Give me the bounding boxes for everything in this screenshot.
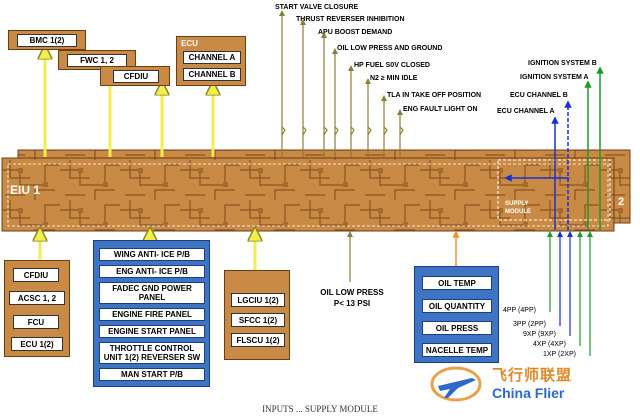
input-engine-start-panel: ENGINE START PANEL — [99, 325, 205, 338]
input-throttle-control-unit: THROTTLE CONTROL UNIT 1(2) REVERSER SW — [99, 342, 205, 364]
ecu-channel-b: CHANNEL B — [183, 68, 241, 81]
supply-4xp: 4XP (4XP) — [533, 341, 566, 348]
output-start-valve-closure: START VALVE CLOSURE — [275, 4, 359, 11]
label-ecu-channel-a: ECU CHANNEL A — [497, 108, 555, 115]
ecu-channel-a: CHANNEL A — [183, 51, 241, 64]
output-thrust-reverser-inhibition: THRUST REVERSER INHIBITION — [296, 16, 405, 23]
watermark-plane-icon — [430, 366, 482, 402]
input-cfdiu: CFDIU — [13, 268, 59, 282]
input-engine-fire-panel: ENGINE FIRE PANEL — [99, 308, 205, 321]
cfdiu-label: CFDIU — [113, 70, 159, 83]
input-lgciu: LGCIU 1(2) — [231, 293, 285, 307]
supply-4pp: 4PP (4PP) — [503, 307, 536, 314]
bmc-label: BMC 1(2) — [17, 34, 77, 47]
cockpit-inputs-panel: WING ANTI- ICE P/B ENG ANTI- ICE P/B FAD… — [93, 240, 210, 387]
input-man-start: MAN START P/B — [99, 368, 205, 381]
output-tla-take-off: TLA IN TAKE OFF POSITION — [387, 92, 482, 99]
input-oil-quantity: OIL QUANTITY — [422, 299, 492, 313]
supply-module-label: SUPPLY MODULE — [505, 201, 531, 215]
output-eng-fault-light: ENG FAULT LIGHT ON — [403, 106, 478, 113]
oil-inputs-panel: OIL TEMP OIL QUANTITY OIL PRESS NACELLE … — [414, 266, 499, 363]
ecu-title: ECU — [181, 39, 198, 48]
input-flscu: FLSCU 1(2) — [231, 333, 285, 347]
output-hp-fuel-sov-closed: HP FUEL S0V CLOSED — [354, 62, 430, 69]
ecu-box: ECU CHANNEL A CHANNEL B — [176, 36, 246, 86]
eiu-1-inner-frame — [7, 163, 609, 227]
label-ignition-system-b: IGNITION SYSTEM B — [528, 60, 597, 67]
input-ecu: ECU 1(2) — [11, 337, 63, 351]
label-ignition-system-a: IGNITION SYSTEM A — [520, 74, 589, 81]
output-n2-min-idle: N2 ≥ MIN IDLE — [370, 75, 418, 82]
output-apu-boost-demand: APU BOOST DEMAND — [318, 29, 393, 36]
bmc-box: BMC 1(2) — [8, 30, 86, 50]
input-acsc: ACSC 1, 2 — [9, 291, 65, 305]
input-nacelle-temp: NACELLE TEMP — [422, 343, 492, 357]
watermark-en: China Flier — [492, 385, 565, 401]
input-oil-temp: OIL TEMP — [422, 276, 492, 290]
left-inputs-box: CFDIU ACSC 1, 2 FCU ECU 1(2) — [4, 260, 70, 357]
fwc-box: FWC 1, 2 — [58, 50, 136, 70]
supply-1xp: 1XP (2XP) — [543, 351, 576, 358]
supply-module-frame — [497, 159, 611, 221]
output-oil-low-press-ground: OIL LOW PRESS AND GROUND — [337, 45, 443, 52]
cfdiu-box: CFDIU — [100, 66, 170, 86]
oil-low-press-line2: P< 13 PSI — [333, 299, 371, 308]
oil-low-press-line1: OIL LOW PRESS — [320, 288, 384, 297]
middle-inputs-box: LGCIU 1(2) SFCC 1(2) FLSCU 1(2) — [224, 270, 290, 360]
input-oil-press: OIL PRESS — [422, 321, 492, 335]
input-sfcc: SFCC 1(2) — [231, 313, 285, 327]
label-ecu-channel-b: ECU CHANNEL B — [510, 92, 568, 99]
figure-caption: INPUTS ... SUPPLY MODULE — [262, 404, 378, 414]
fwc-label: FWC 1, 2 — [67, 54, 127, 67]
watermark: 飞行师联盟 China Flier — [428, 358, 628, 408]
input-fcu: FCU — [13, 315, 59, 329]
oil-low-press-note: OIL LOW PRESS P< 13 PSI — [312, 287, 392, 309]
eiu-1-board — [1, 157, 615, 232]
input-fadec-gnd-power: FADEC GND POWER PANEL — [99, 282, 205, 304]
eiu-2-label: 2 — [618, 196, 625, 208]
eiu-1-label: EIU 1 — [10, 183, 41, 197]
supply-3pp: 3PP (2PP) — [513, 321, 546, 328]
input-wing-anti-ice: WING ANTI- ICE P/B — [99, 248, 205, 261]
supply-9xp: 9XP (9XP) — [523, 331, 556, 338]
input-eng-anti-ice: ENG ANTI- ICE P/B — [99, 265, 205, 278]
watermark-cn: 飞行师联盟 — [492, 367, 573, 384]
